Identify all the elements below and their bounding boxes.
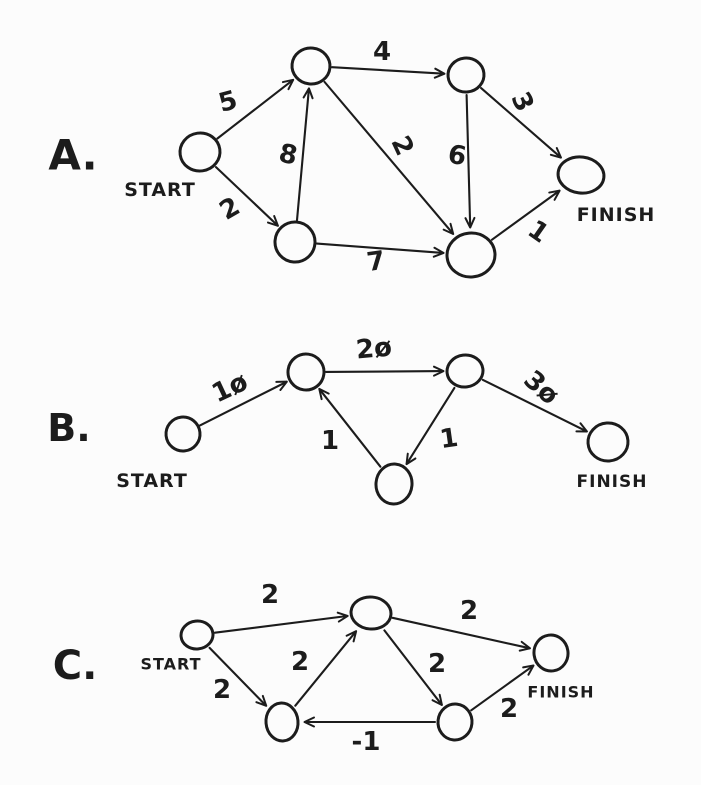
graph-b-edge-bottom-to-mid1	[318, 387, 382, 468]
graph-a-node-top2	[446, 56, 486, 94]
graph-c-node-bright	[436, 702, 474, 742]
graph-b-caption-start: START	[116, 470, 188, 492]
graph-b-edge-mid1-to-mid2	[324, 365, 445, 377]
graph-a-edge-top2-to-bottom2	[464, 93, 476, 229]
graph-a-node-bottom2	[445, 231, 497, 279]
graph-c-node-start	[179, 619, 215, 651]
graph-c-edge-top-to-bright	[383, 629, 443, 706]
graph-b-caption-finish: FINISH	[577, 472, 648, 492]
graph-a-caption-finish: FINISH	[577, 204, 656, 226]
graph-a-node-top1	[290, 46, 332, 86]
graph-c-edge-bright-to-finish	[470, 664, 535, 712]
graph-a-weight-start-to-top1: 5	[215, 85, 240, 119]
graph-a-edge-top2-to-finish	[480, 87, 562, 159]
graph-a-caption-start: START	[124, 179, 196, 201]
graph-c-caption-finish: FINISH	[527, 683, 594, 702]
graph-b-node-mid1	[286, 352, 326, 392]
graph-a-edge-bottom1-to-top1	[295, 87, 314, 222]
graph-a-edge-bottom1-to-bottom2	[315, 242, 445, 258]
graph-a-node-bottom1	[273, 220, 317, 264]
graph-c-letter: C.	[53, 643, 98, 689]
graph-a-edge-bottom2-to-finish	[490, 189, 561, 241]
graph-b-weight-mid1-to-mid2: 2ø	[355, 332, 393, 365]
graph-c-edge-start-to-bleft	[208, 646, 268, 707]
graph-b-edge-mid2-to-bottom	[405, 386, 456, 466]
graph-b-weight-bottom-to-mid1: 1	[321, 426, 339, 456]
graph-c-weight-bright-to-bleft: -1	[352, 727, 381, 757]
graph-c-weight-top-to-finish: 2	[460, 596, 478, 626]
graph-b-weight-mid2-to-bottom: 1	[438, 423, 460, 455]
graph-a-edge-start-to-top1	[216, 78, 295, 140]
graph-c-node-bleft	[264, 701, 300, 743]
graph-a-weight-top1-to-bottom2: 2	[385, 131, 420, 160]
graph-a-weight-bottom2-to-finish: 1	[522, 215, 554, 250]
graph-b-node-start	[164, 415, 202, 453]
graph-c-weight-bright-to-finish: 2	[500, 694, 518, 724]
graph-b-node-mid2	[445, 353, 485, 389]
graph-c-caption-start: START	[140, 655, 201, 674]
graph-b-edge-start-to-mid1	[198, 380, 288, 427]
graph-c-node-finish	[532, 633, 570, 673]
graph-c-edge-start-to-top	[213, 611, 349, 634]
graph-c-weight-top-to-bright: 2	[428, 649, 446, 679]
graph-c-node-top	[349, 595, 393, 631]
graph-a-weight-start-to-bottom1: 2	[215, 191, 246, 226]
graph-c-edge-top-to-finish	[391, 616, 531, 652]
graph-c-weight-start-to-top: 2	[261, 580, 279, 610]
graph-c-weight-start-to-bleft: 2	[213, 675, 231, 705]
graph-a-edge-top1-to-bottom2	[323, 80, 455, 235]
graph-a-weight-top2-to-bottom2: 6	[445, 140, 468, 173]
graph-a-weight-bottom1-to-bottom2: 7	[365, 246, 387, 278]
graph-b-edge-mid2-to-finish	[481, 378, 588, 433]
graph-a-node-finish	[556, 155, 606, 195]
graph-a-weight-bottom1-to-top1: 8	[276, 138, 300, 171]
graph-a-edge-top1-to-top2	[330, 66, 446, 79]
graph-b-node-bottom	[374, 462, 414, 506]
graph-a-weight-top1-to-top2: 4	[373, 37, 391, 67]
graph-b-node-finish	[586, 421, 630, 463]
graph-a-node-start	[178, 131, 222, 173]
graph-a-letter: A.	[48, 131, 97, 180]
graph-b-letter: B.	[47, 406, 90, 450]
graph-a-edge-start-to-bottom1	[214, 166, 279, 227]
graph-b-weight-mid2-to-finish: 3ø	[518, 365, 565, 411]
graph-c-weight-bleft-to-top: 2	[291, 647, 309, 677]
graph-c-edge-bleft-to-top	[294, 630, 358, 707]
